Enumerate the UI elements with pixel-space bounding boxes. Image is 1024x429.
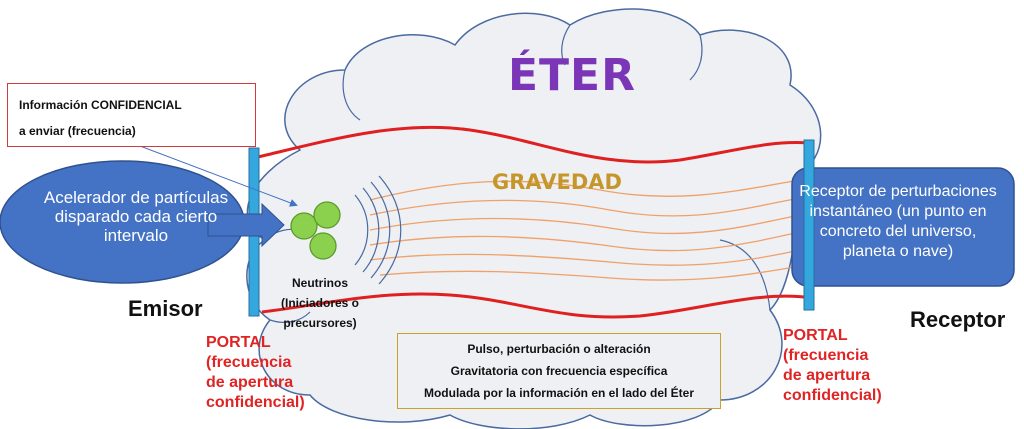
gravity-waves bbox=[369, 179, 801, 281]
portal-left-line-2: (frecuencia bbox=[206, 354, 292, 371]
wave-arcs bbox=[354, 175, 402, 285]
emitter-label: Emisor bbox=[128, 296, 203, 321]
info-line-2: a enviar (frecuencia) bbox=[19, 124, 136, 138]
pulse-line-1: Pulso, perturbación o alteración bbox=[467, 342, 651, 356]
portal-left-label: PORTAL (frecuencia de apertura confidenc… bbox=[206, 333, 305, 413]
pulse-line-2: Gravitatoria con frecuencia específica bbox=[450, 364, 668, 378]
neutrino-circle-1 bbox=[290, 212, 318, 240]
neutrino-circle-3 bbox=[309, 232, 337, 260]
gravity-label: GRAVEDAD bbox=[492, 170, 622, 194]
receiver-box bbox=[791, 167, 1015, 287]
cloud-inner-curve-3 bbox=[689, 34, 703, 81]
portal-right-line-3: de apertura bbox=[783, 367, 871, 384]
portal-right-line-2: (frecuencia bbox=[783, 347, 869, 364]
receiver-text: Receptor de perturbaciones instantáneo (… bbox=[799, 183, 997, 260]
pulse-box: Pulso, perturbación o alteración Gravita… bbox=[397, 333, 721, 409]
pulse-line-3: Modulada por la información en el lado d… bbox=[423, 386, 695, 400]
cloud-inner-curve-1 bbox=[342, 69, 361, 121]
info-line-1: Información CONFIDENCIAL bbox=[19, 98, 182, 112]
receiver-label: Receptor bbox=[910, 307, 1006, 332]
red-wave-bottom bbox=[261, 292, 813, 319]
emitter-text: Acelerador de partículas disparado cada … bbox=[43, 188, 229, 245]
portal-right-line-1: PORTAL bbox=[783, 327, 848, 344]
cloud-inner-curve-4 bbox=[269, 311, 311, 323]
portal-right-label: PORTAL (frecuencia de apertura confidenc… bbox=[783, 326, 882, 406]
portal-left-line-1: PORTAL bbox=[206, 334, 271, 351]
neutrinos-line-1: Neutrinos bbox=[291, 276, 348, 290]
emitter-arrow bbox=[207, 202, 285, 248]
neutrinos-line-3: precursores) bbox=[283, 316, 357, 330]
portal-left-line-3: de apertura bbox=[206, 374, 294, 391]
cloud-inner-curve-2 bbox=[561, 24, 571, 66]
red-wave-top bbox=[257, 125, 809, 164]
neutrino-circle-2 bbox=[313, 201, 341, 229]
portal-left-line-4: confidencial) bbox=[206, 394, 305, 411]
portal-bar-right bbox=[803, 139, 815, 311]
info-box: Información CONFIDENCIAL a enviar (frecu… bbox=[7, 83, 256, 147]
ether-title: ÉTER bbox=[507, 50, 636, 101]
portal-right-line-4: confidencial) bbox=[783, 387, 882, 404]
neutrinos-line-2: (Iniciadores o bbox=[280, 296, 360, 310]
neutrinos-label: Neutrinos (Iniciadores o precursores) bbox=[272, 273, 368, 333]
info-arrow bbox=[139, 145, 298, 207]
